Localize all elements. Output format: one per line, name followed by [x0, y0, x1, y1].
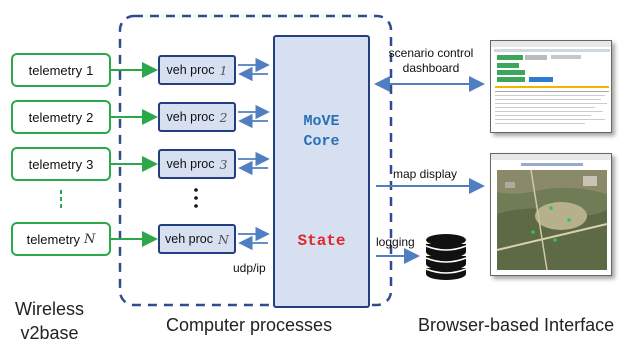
map-screenshot-image [491, 154, 611, 271]
veh-proc-label: veh proc [166, 63, 215, 77]
veh-proc-index: N [218, 231, 229, 247]
telemetry-index: 3 [86, 156, 94, 172]
veh-proc-label: veh proc [166, 110, 215, 124]
wireless-caption-line1: Wireless [15, 299, 85, 319]
telemetry-index: N [84, 231, 96, 247]
telemetry-node-3: telemetry 3 [11, 147, 111, 181]
veh-proc-node-1: veh proc 1 [158, 55, 236, 85]
logging-label: logging [376, 235, 415, 249]
diagram-lines [60, 14, 485, 307]
veh-proc-index: 2 [219, 109, 228, 125]
database-icon [425, 234, 467, 280]
proc-ellipsis [194, 188, 198, 208]
telemetry-label: telemetry [26, 231, 81, 247]
veh-proc-index: 1 [219, 62, 228, 78]
wireless-caption-line2: v2base [20, 323, 79, 343]
telemetry-label: telemetry [28, 109, 83, 125]
udp-ip-label: udp/ip [233, 261, 266, 275]
veh-proc-node-n: veh proc N [158, 224, 236, 254]
move-core-block [273, 35, 370, 308]
browser-interface-caption: Browser-based Interface [418, 315, 615, 335]
telemetry-label: telemetry [28, 62, 83, 78]
telemetry-node-1: telemetry 1 [11, 53, 111, 87]
dashboard-label: scenario control dashboard [381, 46, 481, 76]
move-core-title-line2: Core [303, 133, 340, 150]
veh-proc-label: veh proc [165, 232, 213, 246]
veh-proc-label: veh proc [166, 157, 215, 171]
dashboard-label-line1: scenario control [388, 46, 474, 60]
telemetry-node-2: telemetry 2 [11, 100, 111, 134]
state-label: State [297, 232, 346, 250]
telemetry-index: 2 [86, 109, 94, 125]
dashboard-screenshot [490, 40, 612, 133]
veh-proc-node-3: veh proc 3 [158, 149, 236, 179]
map-screenshot [490, 153, 612, 276]
dashboard-label-line2: dashboard [402, 61, 460, 75]
veh-proc-node-2: veh proc 2 [158, 102, 236, 132]
move-core-title: MoVE Core [273, 112, 370, 152]
telemetry-node-n: telemetry N [11, 222, 111, 256]
dashboard-screenshot-image [491, 41, 611, 124]
telemetry-label: telemetry [28, 156, 83, 172]
map-display-label: map display [393, 167, 458, 181]
computer-processes-caption: Computer processes [166, 315, 333, 335]
telemetry-index: 1 [86, 62, 94, 78]
move-core-title-line1: MoVE [303, 113, 340, 130]
veh-proc-index: 3 [219, 156, 228, 172]
